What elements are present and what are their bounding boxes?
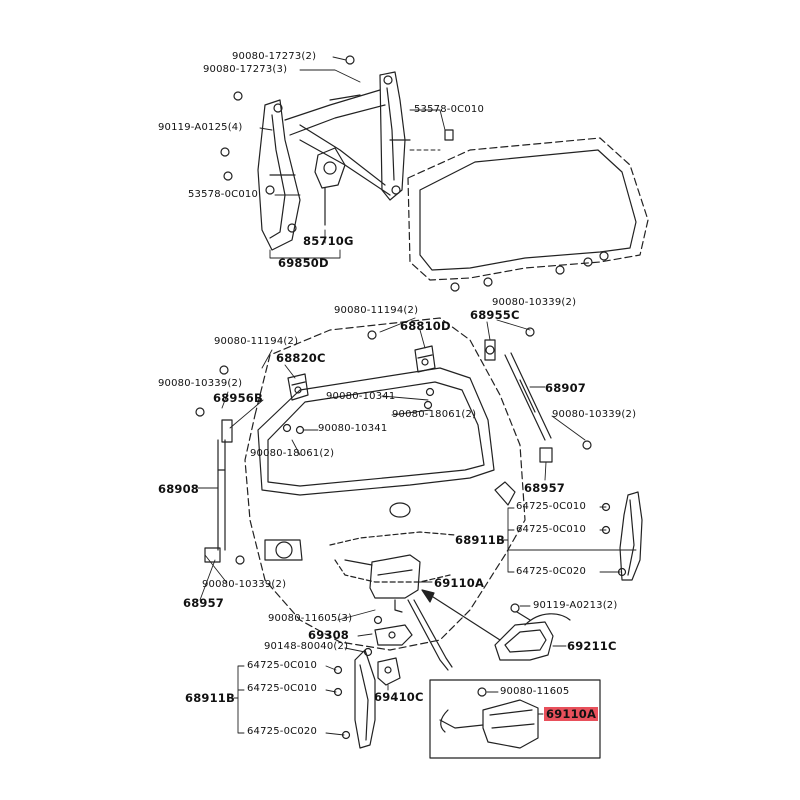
part-label-90080-17273-3: 90080-17273(3) — [203, 64, 288, 75]
bolts-top — [220, 55, 454, 195]
part-label-68957-a: 68957 — [524, 481, 566, 495]
part-label-69110a: 69110A — [434, 576, 485, 590]
part-label-64725-0c020-a: 64725-0C020 — [516, 566, 587, 577]
part-label-90148-80040: 90148-80040(2) — [264, 641, 349, 652]
part-label-90080-18061-a: 90080-18061(2) — [392, 409, 477, 420]
part-label-90080-11194-a: 90080-11194(2) — [334, 305, 419, 316]
part-label-68810d: 68810D — [400, 319, 451, 333]
strut-68907 — [484, 327, 592, 463]
part-label-90080-11605: 90080-11605 — [500, 686, 570, 697]
part-label-68908: 68908 — [158, 482, 200, 496]
hinge-bolts — [219, 330, 435, 435]
latch-69410c — [377, 657, 401, 686]
leaders-mid — [197, 317, 637, 736]
weatherstrip-right — [601, 491, 643, 581]
window-regulator-assembly — [257, 71, 411, 251]
part-label-64725-0c010-c: 64725-0C010 — [247, 660, 318, 671]
part-label-90080-18061-b: 90080-18061(2) — [250, 448, 335, 459]
part-label-69850d: 69850D — [278, 256, 329, 270]
part-label-90080-10339-a: 90080-10339(2) — [158, 378, 243, 389]
part-label-68820c: 68820C — [276, 351, 326, 365]
part-label-90080-10341-a: 90080-10341 — [326, 391, 396, 402]
lock-actuator-69110a — [344, 554, 421, 613]
part-label-68955c: 68955C — [470, 308, 520, 322]
part-label-53578-0c010-a: 53578-0C010 — [414, 104, 485, 115]
part-label-68911b-b: 68911B — [185, 691, 235, 705]
part-label-90080-10339-c: 90080-10339(2) — [552, 409, 637, 420]
handle-69211c — [494, 603, 571, 661]
hinge-68820c — [287, 373, 309, 401]
strut-68908 — [195, 407, 245, 565]
part-label-69410c: 69410C — [374, 690, 424, 704]
regulator-motor-85710g — [314, 147, 346, 226]
part-label-90119-a0213: 90119-A0213(2) — [533, 600, 618, 611]
part-label-90080-10339-d: 90080-10339(2) — [202, 579, 287, 590]
detail-box — [429, 679, 601, 759]
leaders-top — [259, 56, 446, 259]
weatherstrip-left — [333, 649, 376, 749]
detail-arrow — [421, 589, 501, 641]
part-label-64725-0c010-a: 64725-0C010 — [516, 501, 587, 512]
part-label-85710g: 85710G — [303, 234, 354, 248]
back-door-panel — [244, 317, 526, 651]
part-label-69110a-highlighted: 69110A — [544, 707, 599, 721]
part-label-90119-a0125: 90119-A0125(4) — [158, 122, 243, 133]
part-label-68907: 68907 — [545, 381, 587, 395]
part-label-64725-0c020-b: 64725-0C020 — [247, 726, 318, 737]
part-label-90080-11605-3: 90080-11605(3) — [268, 613, 353, 624]
lock-rod — [407, 599, 453, 671]
rear-glass — [407, 137, 649, 292]
part-label-64725-0c010-d: 64725-0C010 — [247, 683, 318, 694]
part-label-68911b-a: 68911B — [455, 533, 505, 547]
part-label-90080-11194-b: 90080-11194(2) — [214, 336, 299, 347]
part-label-53578-0c010-b: 53578-0C010 — [188, 189, 259, 200]
part-label-69308: 69308 — [308, 628, 350, 642]
hinge-68810d — [414, 345, 436, 373]
part-label-90080-17273-2: 90080-17273(2) — [232, 51, 317, 62]
part-label-68957-b: 68957 — [183, 596, 225, 610]
part-label-90080-10339-b: 90080-10339(2) — [492, 297, 577, 308]
part-label-69211c: 69211C — [567, 639, 617, 653]
part-label-64725-0c010-b: 64725-0C010 — [516, 524, 587, 535]
part-label-68956b: 68956B — [213, 391, 263, 405]
part-label-90080-10341-b: 90080-10341 — [318, 423, 388, 434]
